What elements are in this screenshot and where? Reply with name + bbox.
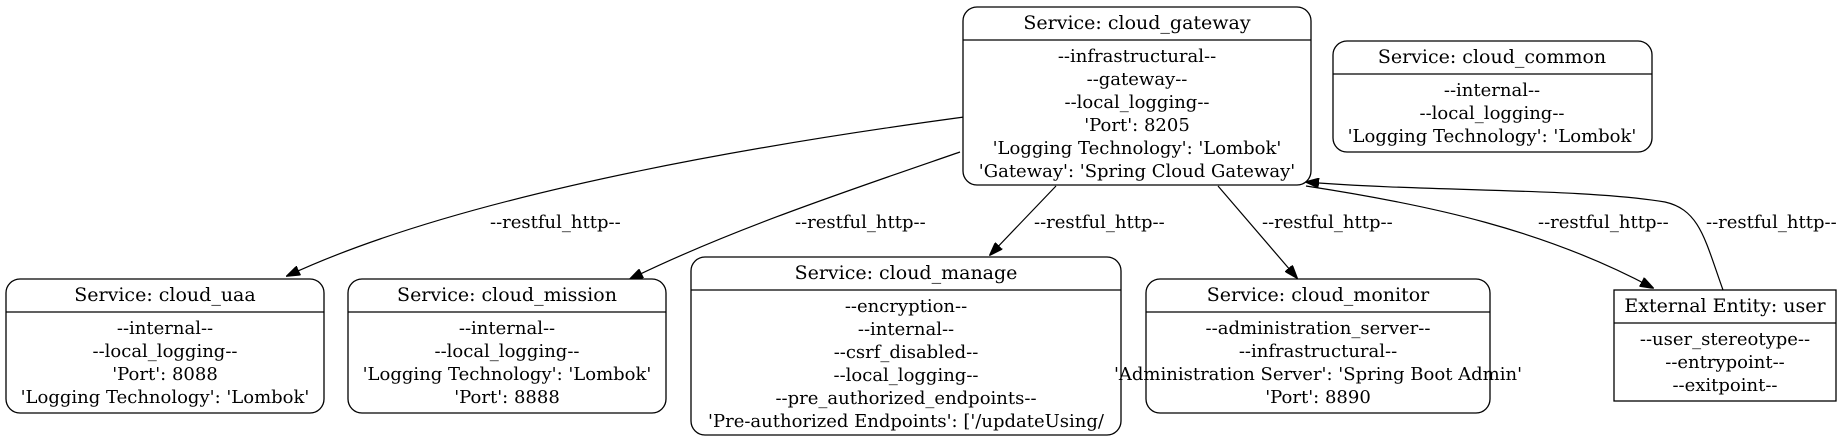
node-cloud-uaa[interactable]: Service: cloud_uaa --internal-- --local_… [5, 278, 325, 414]
node-line: --infrastructural-- [1239, 341, 1397, 362]
node-cloud-common[interactable]: Service: cloud_common --internal-- --loc… [1332, 40, 1653, 153]
node-line: 'Port': 8088 [112, 364, 218, 385]
edge-gateway-to-manage: --restful_http-- [990, 185, 1165, 255]
edge-gateway-to-monitor: --restful_http-- [1217, 185, 1393, 278]
node-line: 'Administration Server': 'Spring Boot Ad… [1114, 364, 1522, 385]
node-title: Service: cloud_gateway [1023, 12, 1250, 34]
node-cloud-mission[interactable]: Service: cloud_mission --internal-- --lo… [347, 278, 667, 414]
node-line: 'Port': 8888 [454, 387, 560, 408]
node-cloud-manage[interactable]: Service: cloud_manage --encryption-- --i… [690, 256, 1122, 436]
node-line: --local_logging-- [92, 341, 237, 362]
node-line: --internal-- [858, 319, 954, 340]
edge-label: --restful_http-- [1706, 212, 1837, 233]
node-line: --csrf_disabled-- [834, 342, 979, 363]
edge-user-to-gateway: --restful_http-- [1306, 182, 1837, 291]
node-line: --internal-- [459, 318, 555, 339]
edge-label: --restful_http-- [490, 212, 621, 233]
node-line: 'Logging Technology': 'Lombok' [993, 138, 1282, 159]
node-line: --exitpoint-- [1672, 375, 1777, 396]
node-line: 'Pre-authorized Endpoints': ['/updateUsi… [708, 411, 1105, 432]
node-line: 'Gateway': 'Spring Cloud Gateway' [979, 161, 1295, 182]
node-line: 'Logging Technology': 'Lombok' [363, 364, 652, 385]
node-line: --user_stereotype-- [1640, 329, 1810, 350]
node-line: --gateway-- [1087, 69, 1188, 90]
edge-gateway-to-user: --restful_http-- [1305, 185, 1669, 288]
edge-label: --restful_http-- [1262, 212, 1393, 233]
node-line: --entrypoint-- [1665, 352, 1785, 373]
node-cloud-gateway[interactable]: Service: cloud_gateway --infrastructural… [962, 6, 1312, 186]
node-title: Service: cloud_manage [795, 262, 1018, 284]
edge-label: --restful_http-- [1034, 212, 1165, 233]
node-title: External Entity: user [1624, 295, 1826, 317]
node-line: 'Logging Technology': 'Lombok' [21, 387, 310, 408]
node-external-user[interactable]: External Entity: user --user_stereotype-… [1613, 289, 1837, 402]
node-line: --internal-- [1444, 80, 1540, 101]
node-line: --internal-- [117, 318, 213, 339]
node-line: 'Port': 8205 [1084, 115, 1190, 136]
node-line: --administration_server-- [1206, 318, 1431, 339]
node-line: --infrastructural-- [1058, 46, 1216, 67]
edge-gateway-to-mission: --restful_http-- [630, 151, 961, 279]
node-line: 'Port': 8890 [1265, 387, 1371, 408]
node-line: --local_logging-- [434, 341, 579, 362]
edge-label: --restful_http-- [1538, 212, 1669, 233]
node-line: --encryption-- [845, 296, 967, 317]
node-line: 'Logging Technology': 'Lombok' [1348, 126, 1637, 147]
node-line: --local_logging-- [833, 365, 978, 386]
edge-gateway-to-uaa: --restful_http-- [287, 116, 965, 276]
node-cloud-monitor[interactable]: Service: cloud_monitor --administration_… [1114, 278, 1522, 414]
node-title: Service: cloud_uaa [74, 284, 255, 306]
node-title: Service: cloud_monitor [1207, 284, 1430, 306]
node-title: Service: cloud_mission [397, 284, 617, 306]
node-line: --local_logging-- [1419, 103, 1564, 124]
node-line: --local_logging-- [1064, 92, 1209, 113]
node-title: Service: cloud_common [1378, 46, 1606, 68]
node-line: --pre_authorized_endpoints-- [775, 388, 1036, 409]
edge-label: --restful_http-- [795, 212, 926, 233]
